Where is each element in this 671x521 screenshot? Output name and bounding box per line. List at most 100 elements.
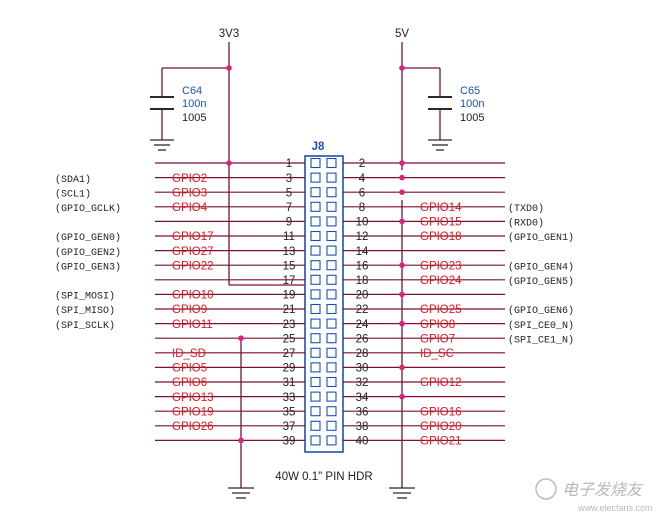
pin-cell-17 — [310, 274, 321, 285]
pin-number-7: 7 — [286, 202, 292, 214]
alt-function-pin-16: (GPIO_GEN4) — [508, 261, 574, 273]
junction-dot-1 — [399, 65, 405, 71]
alt-function-pin-21: (SPI_MISO) — [55, 305, 115, 317]
net-label-pin-38: GPIO20 — [420, 421, 462, 433]
pin-cell-37 — [310, 420, 321, 431]
pin-number-35: 35 — [283, 406, 296, 418]
pin-cell-29 — [310, 362, 321, 373]
junction-dot-4 — [399, 174, 405, 181]
cap-c65-value: 100n — [460, 98, 484, 110]
net-label-pin-29: GPIO5 — [172, 363, 207, 375]
pin-number-14: 14 — [356, 246, 369, 258]
alt-function-pin-10: (RXD0) — [508, 218, 544, 230]
alt-function-pin-18: (GPIO_GEN5) — [508, 276, 574, 288]
junction-dot-12 — [399, 393, 405, 400]
junction-dot-2 — [226, 160, 232, 166]
pin-number-22: 22 — [356, 304, 369, 316]
pin-number-25: 25 — [283, 333, 296, 345]
net-label-pin-26: GPIO7 — [420, 333, 455, 345]
alt-function-pin-15: (GPIO_GEN3) — [55, 261, 121, 273]
pin-cell-30 — [326, 362, 337, 373]
net-label-pin-12: GPIO18 — [420, 231, 462, 243]
ground-net-left — [228, 340, 254, 499]
net-label-pin-28: ID_SC — [420, 348, 454, 360]
pin-number-10: 10 — [356, 217, 369, 229]
junction-dot-13 — [238, 437, 244, 444]
alt-function-pin-5: (SCL1) — [55, 188, 91, 200]
pin-cell-6 — [326, 187, 337, 198]
capacitor-c64: C64 100n 1005 — [150, 85, 206, 124]
junction-dot-8 — [399, 291, 405, 298]
pin-number-30: 30 — [356, 363, 369, 375]
alt-function-pin-19: (SPI_MOSI) — [55, 291, 115, 303]
junction-dot-7 — [399, 262, 405, 269]
capacitor-c65: C65 100n 1005 — [428, 85, 484, 124]
pin-cell-2 — [326, 157, 337, 169]
pin-cell-12 — [326, 230, 337, 242]
pin-cell-39 — [310, 435, 321, 446]
pin-number-24: 24 — [356, 319, 369, 331]
pin-cell-8 — [326, 201, 337, 212]
pin-cell-19 — [310, 289, 321, 300]
alt-function-pin-11: (GPIO_GEN0) — [55, 232, 121, 244]
pin-cell-31 — [310, 376, 321, 388]
alt-function-pin-23: (SPI_SCLK) — [55, 320, 115, 332]
alt-function-pin-7: (GPIO_GCLK) — [55, 203, 121, 215]
junction-dot-5 — [399, 189, 405, 195]
alt-function-pin-22: (GPIO_GEN6) — [508, 305, 574, 317]
net-label-pin-37: GPIO26 — [172, 421, 214, 433]
net-label-pin-27: ID_SD — [172, 348, 206, 360]
ground-symbol-c64 — [150, 139, 174, 151]
pin-cell-1 — [310, 157, 321, 169]
pin-number-32: 32 — [356, 377, 369, 389]
junction-dot-0 — [226, 65, 232, 71]
pin-number-13: 13 — [283, 246, 296, 258]
net-label-pin-8: GPIO14 — [420, 202, 462, 214]
net-label-pin-22: GPIO25 — [420, 304, 462, 316]
pin-number-20: 20 — [356, 290, 369, 302]
net-label-pin-32: GPIO12 — [420, 377, 462, 389]
pin-number-26: 26 — [356, 333, 369, 345]
junction-dot-10 — [238, 335, 244, 342]
pin-cell-21 — [310, 303, 321, 315]
net-label-pin-35: GPIO19 — [172, 406, 214, 418]
net-label-pin-24: GPIO8 — [420, 319, 455, 331]
cap-c64-value: 100n — [182, 98, 206, 110]
net-label-pin-11: GPIO17 — [172, 231, 214, 243]
pin-number-19: 19 — [283, 290, 296, 302]
pin-cell-20 — [326, 289, 337, 300]
pin-cell-24 — [326, 318, 337, 329]
net-label-pin-3: GPIO2 — [172, 173, 207, 185]
net-label-pin-40: GPIO21 — [420, 436, 462, 448]
pin-cell-32 — [326, 376, 337, 388]
pin-number-23: 23 — [283, 319, 296, 331]
alt-function-pin-12: (GPIO_GEN1) — [508, 232, 574, 244]
alt-function-pin-26: (SPI_CE1_N) — [508, 334, 574, 346]
net-label-pin-31: GPIO6 — [172, 377, 207, 389]
pin-cell-9 — [310, 216, 321, 227]
alt-function-pin-24: (SPI_CE0_N) — [508, 320, 574, 332]
pin-cell-38 — [326, 420, 337, 431]
pin-number-39: 39 — [283, 436, 296, 448]
pin-number-12: 12 — [356, 231, 369, 243]
pin-cell-35 — [310, 406, 321, 417]
net-label-pin-23: GPIO11 — [172, 319, 213, 331]
header-ref: J8 — [312, 141, 325, 153]
pin-cell-13 — [310, 245, 321, 256]
junction-dot-3 — [399, 160, 405, 166]
alt-function-pin-3: (SDA1) — [55, 174, 91, 186]
pin-cell-5 — [310, 187, 321, 198]
pin-number-34: 34 — [356, 392, 369, 404]
watermark-logo-icon — [535, 478, 557, 500]
pin-cell-28 — [326, 347, 337, 358]
junction-dot-11 — [399, 364, 405, 371]
pin-number-3: 3 — [286, 173, 292, 185]
net-label-pin-13: GPIO27 — [172, 246, 214, 258]
net-label-pin-10: GPIO15 — [420, 217, 462, 229]
pin-cell-26 — [326, 333, 337, 344]
alt-function-pin-8: (TXD0) — [508, 203, 544, 215]
pin-cell-34 — [326, 391, 337, 402]
watermark-text: 电子发烧友 — [562, 481, 644, 499]
